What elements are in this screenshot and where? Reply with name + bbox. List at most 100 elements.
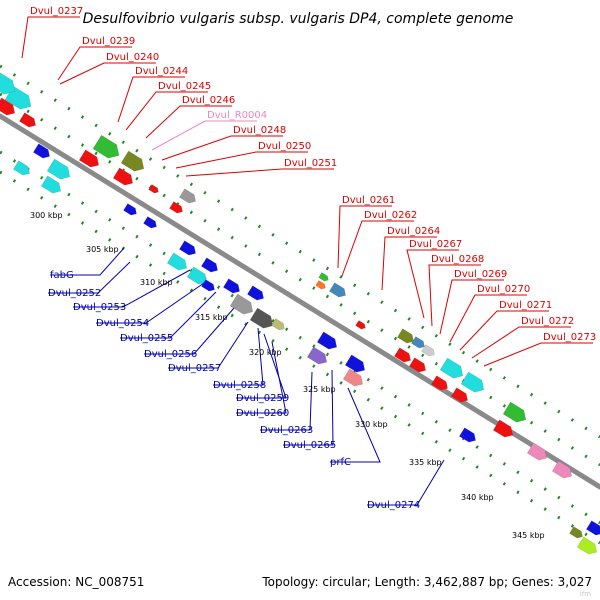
gene-arrow (355, 320, 366, 330)
gene-arrow (396, 328, 414, 344)
label-leader-line (120, 291, 217, 339)
divider-line (0, 170, 600, 545)
gene-arrow (411, 336, 425, 349)
divider-line (0, 92, 600, 467)
label-leader-line (367, 459, 445, 506)
gene-label: Dvul_0261 (342, 195, 395, 206)
gene-label: Dvul_0240 (106, 52, 159, 63)
scale-tick-label: 345 kbp (512, 531, 545, 540)
gene-arrow (123, 203, 137, 216)
gene-arrow (439, 357, 464, 379)
gene-arrow (169, 201, 183, 214)
gene-label: Dvul_0239 (82, 36, 135, 47)
scale-tick-label: 320 kbp (249, 348, 282, 357)
label-leader-line (96, 282, 205, 324)
gene-label: Dvul_0253 (73, 302, 126, 313)
gene-arrow (12, 160, 30, 176)
label-leader-line (459, 310, 549, 351)
gene-arrow (201, 279, 215, 292)
gene-arrow (200, 257, 218, 273)
gene-arrow (344, 354, 366, 373)
gene-arrow (186, 266, 208, 285)
gene-label: Dvul_0250 (258, 141, 311, 152)
gene-arrow (492, 419, 514, 438)
watermark-text: ifm (580, 590, 591, 598)
gene-label: Dvul_0270 (477, 284, 530, 295)
scale-tick-label: 300 kbp (30, 211, 63, 220)
gene-arrow (315, 280, 326, 290)
label-leader-line (161, 135, 283, 161)
label-leader-line (144, 307, 235, 355)
gene-label: Dvul_0263 (260, 425, 313, 436)
gene-label: Dvul_0254 (96, 318, 149, 329)
gene-arrow (249, 307, 274, 329)
gene-arrow (502, 401, 527, 423)
label-leader-line (175, 151, 308, 169)
scale-tick-label: 325 kbp (303, 385, 336, 394)
gene-arrow (143, 216, 157, 229)
gene-label: Dvul_R0004 (207, 110, 267, 121)
gene-arrow (32, 143, 50, 159)
label-leader-line (151, 120, 257, 151)
label-leader-line (260, 371, 313, 431)
gene-label: Dvul_0248 (233, 125, 286, 136)
label-leader-line (483, 342, 593, 367)
gene-arrow (306, 346, 328, 365)
gene-label: Dvul_0271 (499, 300, 552, 311)
gene-arrow (450, 387, 468, 403)
gene-label: Dvul_0265 (283, 440, 336, 451)
gene-arrow (271, 318, 285, 331)
accession-text: Accession: NC_008751 (8, 575, 144, 589)
map-title: Desulfovibrio vulgaris subsp. vulgaris D… (83, 11, 514, 27)
gene-label: Dvul_0262 (364, 210, 417, 221)
label-leader-line (381, 236, 437, 291)
label-leader-line (117, 76, 185, 123)
label-leader-line (73, 269, 191, 308)
gene-arrow (178, 188, 196, 204)
gene-label: Dvul_0251 (284, 158, 337, 169)
label-leader-line (236, 333, 287, 399)
label-leader-line (471, 326, 571, 359)
gene-label: Dvul_0259 (236, 393, 289, 404)
label-leaders: Dvul_0237Dvul_0239Dvul_0240Dvul_0244Dvul… (21, 6, 596, 511)
gene-arrow (460, 371, 485, 393)
gene-label: prfC (330, 457, 351, 468)
label-leader-line (337, 205, 392, 269)
label-leader-line (449, 294, 527, 343)
gene-arrow (318, 272, 329, 282)
gene-arrow (18, 112, 36, 128)
label-leader-line (59, 62, 156, 85)
gene-label: Dvul_0268 (431, 254, 484, 265)
gene-label: Dvul_0274 (367, 500, 420, 511)
scale-tick-label: 305 kbp (86, 245, 119, 254)
gene-arrow (408, 357, 426, 373)
gene-label: Dvul_0252 (48, 288, 101, 299)
gene-label: Dvul_0237 (30, 6, 83, 17)
gene-arrow (393, 347, 411, 363)
gene-arrow (120, 150, 145, 172)
gene-features (0, 70, 600, 555)
label-leader-line (21, 16, 80, 59)
gene-label: Dvul_0264 (387, 226, 440, 237)
label-leader-line (48, 261, 131, 294)
gene-label: Dvul_0244 (135, 66, 188, 77)
gene-label: Dvul_0258 (213, 380, 266, 391)
scale-tick-label: 340 kbp (461, 493, 494, 502)
label-leader-line (330, 387, 381, 463)
gene-arrow (551, 460, 573, 479)
gene-label: Dvul_0255 (120, 333, 173, 344)
gene-arrow (569, 526, 583, 539)
label-leader-line (57, 46, 132, 81)
gene-arrow (0, 97, 16, 116)
gene-arrow (0, 70, 16, 95)
gene-arrow (430, 375, 448, 391)
gene-arrow (178, 240, 196, 256)
label-leader-line (283, 369, 334, 446)
label-leader-line (145, 105, 232, 139)
gene-arrow (112, 167, 134, 186)
gene-arrow (342, 368, 364, 387)
gene-arrow (458, 427, 476, 443)
gene-arrow (148, 184, 159, 194)
track-dividers (0, 64, 600, 545)
